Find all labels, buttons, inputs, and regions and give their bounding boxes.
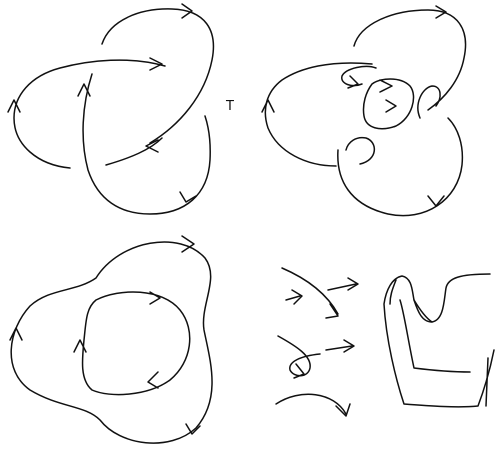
seifert-circle-outer — [11, 242, 212, 443]
seifert-circles-panel — [10, 236, 212, 443]
arrow-head — [386, 100, 396, 112]
smoothing-loop-right — [418, 86, 440, 118]
arrow-head — [148, 372, 158, 388]
crossing-strand — [282, 268, 338, 314]
arrow-head — [428, 196, 444, 206]
seifert-surface-band-inner — [390, 280, 470, 372]
trefoil-diagram-panel — [8, 4, 213, 214]
smoothing-strand-top — [354, 10, 466, 110]
smoothing-loop-top-left — [342, 66, 376, 85]
arrow-head — [180, 192, 196, 202]
arrow-head — [262, 100, 274, 112]
seifert-smoothing-panel — [262, 6, 466, 216]
trefoil-strand-top — [102, 9, 213, 143]
arrow-head — [182, 236, 194, 252]
arrow-head — [10, 328, 22, 340]
arrow-head — [380, 80, 392, 92]
smoothing-inner-circle — [363, 79, 413, 129]
crossing-strand — [276, 394, 346, 414]
transition-label: T — [225, 99, 234, 114]
smoothing-loop-bottom-left — [346, 138, 374, 164]
smoothing-strand-bottom — [338, 118, 463, 216]
seifert-surface-band-outer — [384, 274, 494, 407]
seifert-circle-inner — [82, 292, 189, 395]
trefoil-strand-bottom — [83, 74, 210, 214]
seifert-surface-construction-panel — [276, 268, 494, 416]
crossing-strand — [278, 336, 320, 376]
smoothing-strand-left — [265, 63, 372, 166]
seifert-surface-band-edge — [414, 300, 488, 406]
